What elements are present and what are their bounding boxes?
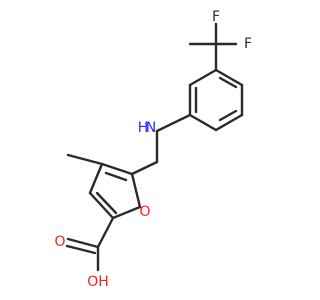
benzene-inner-2 xyxy=(218,109,238,122)
furan-bond-2 xyxy=(88,162,104,195)
benzene-bond-3 xyxy=(214,113,244,132)
bond-c-o-double-1 xyxy=(66,237,100,249)
furan-bond-4 xyxy=(111,205,142,220)
benzene-bond-6 xyxy=(188,68,218,87)
furan-bond-3 xyxy=(88,191,115,220)
bond-furan-cooh xyxy=(96,216,115,249)
benzene-bond-4 xyxy=(188,113,218,132)
nh-hydrogen-label: H xyxy=(138,120,149,136)
bond-group xyxy=(65,22,244,272)
atom-label-group: F F H N O O OH xyxy=(54,9,252,290)
furan-bond-1 xyxy=(100,162,134,176)
bond-n-benzene xyxy=(155,113,192,133)
carbonyl-oxygen-label: O xyxy=(54,234,65,250)
bond-c-o-double-2 xyxy=(65,244,97,255)
bond-furan-methyl xyxy=(66,153,104,166)
benzene-bond-1 xyxy=(214,68,244,87)
molecule-structure: F F H N O O OH xyxy=(54,9,252,290)
hydroxyl-label: OH xyxy=(87,274,109,290)
bond-ch2-furan xyxy=(130,160,159,176)
furan-oxygen-label: O xyxy=(139,204,150,220)
benzene-inner-1 xyxy=(218,76,238,89)
furan-bond-5 xyxy=(130,172,142,209)
nitrogen-label: N xyxy=(146,120,156,136)
fluorine-top-label: F xyxy=(212,9,220,25)
fluorine-right-label: F xyxy=(244,36,252,52)
furan-inner-2 xyxy=(95,191,118,215)
furan-inner-1 xyxy=(104,171,128,182)
